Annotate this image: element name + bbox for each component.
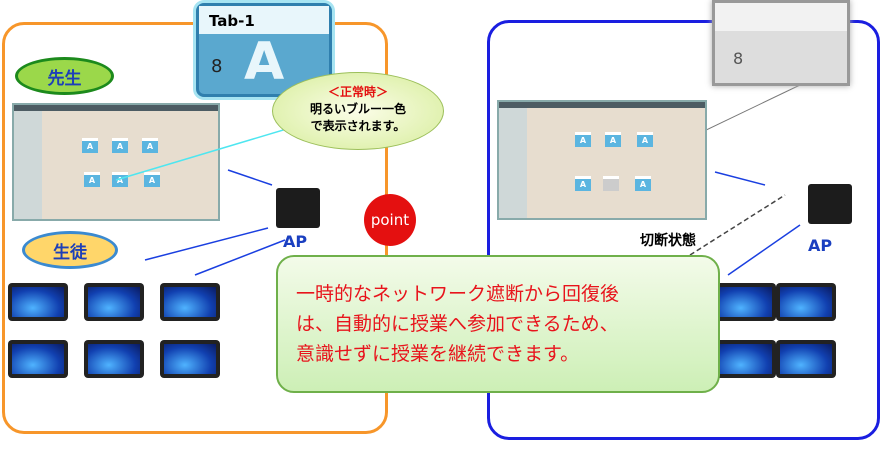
- normal-state-callout: ＜正常時＞ 明るいブルー一色 で表示されます。: [272, 72, 444, 150]
- callout-heading: ＜正常時＞: [327, 85, 388, 99]
- tab-card-disconnected: 8: [712, 0, 850, 86]
- router-icon: [808, 184, 852, 224]
- ap-label: AP: [808, 236, 833, 255]
- message-line2: は、自動的に授業へ参加できるため、: [296, 313, 619, 335]
- message-box: 一時的なネットワーク遮断から回復後 は、自動的に授業へ参加できるため、 意識せず…: [276, 255, 720, 393]
- point-badge: point: [364, 194, 416, 246]
- disconnected-label: 切断状態: [640, 233, 696, 249]
- callout-line1: 明るいブルー一色: [309, 102, 406, 116]
- message-line3: 意識せずに授業を継続できます。: [296, 343, 580, 365]
- teacher-label: 先生: [15, 57, 114, 95]
- router-icon: [276, 188, 320, 228]
- message-line1: 一時的なネットワーク遮断から回復後: [296, 283, 620, 305]
- disconnected-state-panel: [487, 20, 880, 440]
- student-label: 生徒: [22, 231, 118, 269]
- tab-card-number: 8: [733, 49, 744, 68]
- tab-card-title: Tab-1: [199, 6, 329, 34]
- tab-card-number: 8: [211, 56, 223, 77]
- tab-card-letter: A: [244, 32, 285, 92]
- ap-label: AP: [283, 232, 308, 251]
- callout-line2: で表示されます。: [310, 119, 406, 133]
